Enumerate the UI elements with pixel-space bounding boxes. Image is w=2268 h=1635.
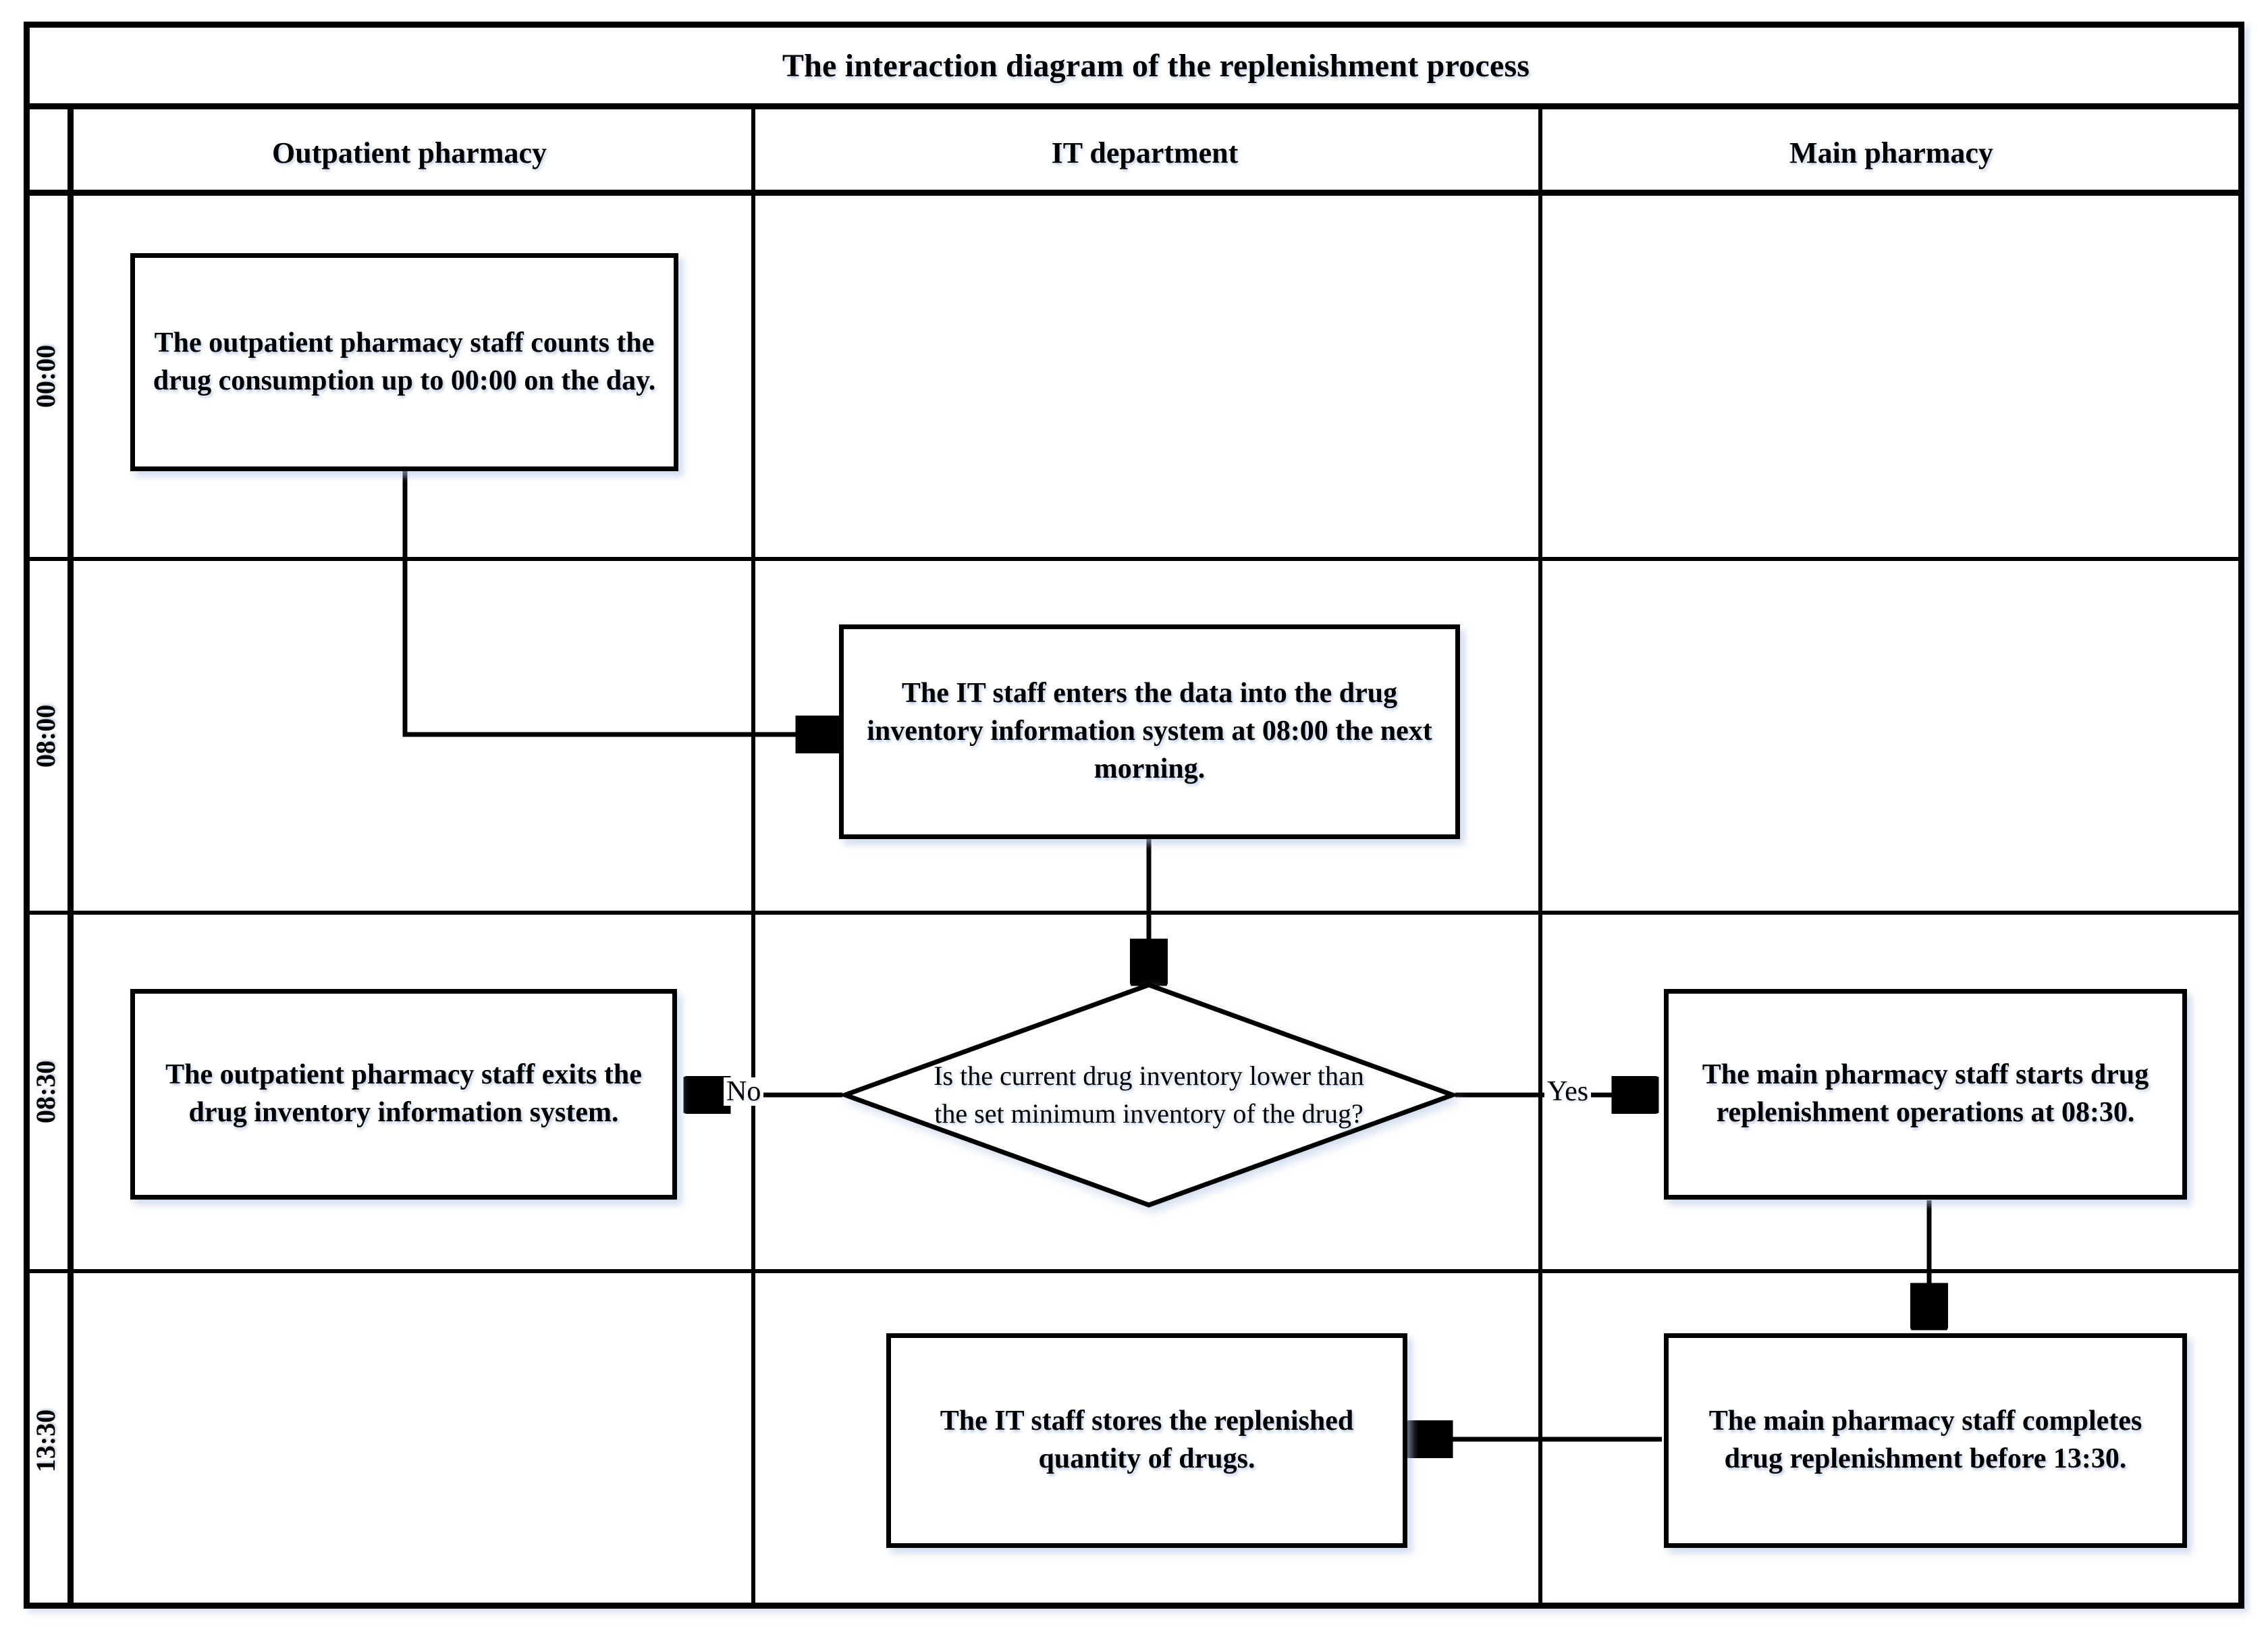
- node-inventory-check[interactable]: Is the current drug inventory lower than…: [838, 982, 1460, 1208]
- time-label-0000: 00:00: [24, 196, 68, 557]
- node-label: The IT staff enters the data into the dr…: [867, 678, 1432, 784]
- lane-header-label: Main pharmacy: [1789, 136, 1993, 169]
- row-divider-0800-0830: [24, 911, 2244, 915]
- node-store-quantity[interactable]: The IT staff stores the replenished quan…: [886, 1333, 1407, 1548]
- row-divider-0000-0800: [24, 557, 2244, 561]
- time-label-text: 13:30: [30, 1409, 61, 1473]
- edge-label-no: No: [724, 1076, 764, 1107]
- node-enter-data[interactable]: The IT staff enters the data into the dr…: [839, 624, 1460, 839]
- lane-header-label: Outpatient pharmacy: [272, 136, 547, 169]
- time-label-text: 08:00: [30, 704, 61, 768]
- time-label-text: 08:30: [30, 1060, 61, 1124]
- node-label: The main pharmacy staff starts drug repl…: [1702, 1059, 2149, 1128]
- node-label: The outpatient pharmacy staff counts the…: [153, 327, 656, 396]
- decision-diamond-shape: [838, 982, 1460, 1208]
- node-exit-system[interactable]: The outpatient pharmacy staff exits the …: [130, 989, 677, 1200]
- time-label-1330: 13:30: [24, 1273, 68, 1609]
- row-divider-0830-1330: [24, 1269, 2244, 1273]
- node-count-consumption[interactable]: The outpatient pharmacy staff counts the…: [130, 253, 678, 471]
- lane-divider-it-main: [1538, 109, 1542, 1609]
- time-label-0830: 08:30: [24, 915, 68, 1269]
- time-label-text: 00:00: [30, 344, 61, 408]
- page-title: The interaction diagram of the replenish…: [68, 22, 2244, 109]
- lane-header-it-department: IT department: [751, 109, 1538, 196]
- node-start-replenishment[interactable]: The main pharmacy staff starts drug repl…: [1664, 989, 2187, 1200]
- diagram-title-text: The interaction diagram of the replenish…: [782, 47, 1530, 84]
- lane-header-main-pharmacy: Main pharmacy: [1538, 109, 2244, 196]
- node-label: The IT staff stores the replenished quan…: [940, 1405, 1354, 1474]
- lane-divider-outpatient-it: [751, 109, 755, 1609]
- edge-label-yes-text: Yes: [1547, 1076, 1589, 1107]
- node-label: Is the current drug inventory lower than…: [934, 1061, 1364, 1129]
- lane-header-label: IT department: [1051, 136, 1239, 169]
- lane-header-outpatient-pharmacy: Outpatient pharmacy: [68, 109, 751, 196]
- edge-label-yes: Yes: [1544, 1076, 1592, 1107]
- time-column-divider: [68, 103, 74, 1609]
- node-complete-replenishment[interactable]: The main pharmacy staff completes drug r…: [1664, 1333, 2187, 1548]
- node-label: The outpatient pharmacy staff exits the …: [165, 1059, 642, 1128]
- node-label: The main pharmacy staff completes drug r…: [1708, 1405, 2142, 1474]
- decision-text-wrap: Is the current drug inventory lower than…: [916, 982, 1382, 1208]
- edge-label-no-text: No: [726, 1076, 761, 1107]
- title-row-divider: [24, 103, 2244, 109]
- time-label-0800: 08:00: [24, 561, 68, 911]
- header-row-divider: [24, 190, 2244, 196]
